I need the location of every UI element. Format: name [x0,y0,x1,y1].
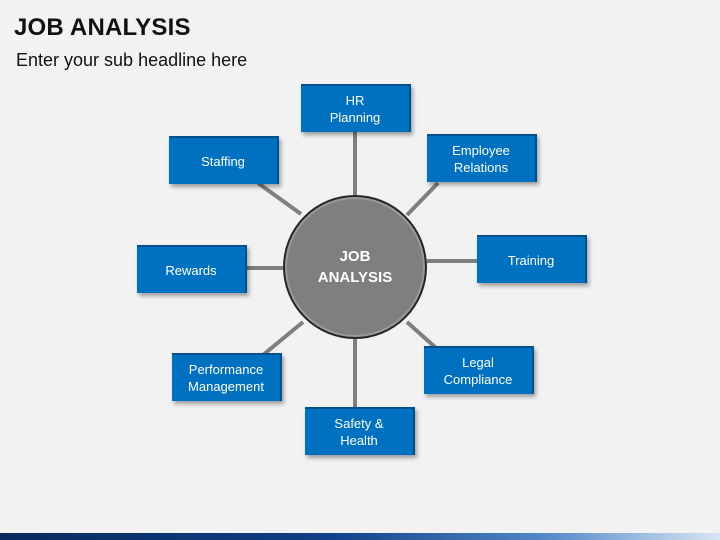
node-legal-compliance: Legal Compliance [424,346,534,394]
node-label: Legal Compliance [443,355,513,387]
hub-label: JOB ANALYSIS [317,248,393,286]
node-label: Performance Management [188,362,264,394]
node-rewards: Rewards [137,245,247,293]
connector-employee-relations [405,181,440,217]
node-label: Employee Relations [452,143,510,175]
node-safety-health: Safety & Health [305,407,415,455]
node-staffing: Staffing [169,136,279,184]
node-label: Safety & Health [334,416,384,448]
node-hr-planning: HR Planning [301,84,411,132]
footer-gradient-bar [0,533,720,540]
node-performance-management: Performance Management [172,353,282,401]
job-analysis-hub: JOB ANALYSIS [283,195,427,339]
node-employee-relations: Employee Relations [427,134,537,182]
connector-legal-compliance [405,320,438,350]
node-label: Staffing [201,153,245,169]
node-label: Rewards [165,262,217,278]
page-subtitle: Enter your sub headline here [16,50,248,70]
connector-staffing [256,181,303,216]
node-label: HR Planning [329,93,381,125]
node-label: Training [507,252,555,268]
connector-performance-management [261,320,305,357]
page-title: JOB ANALYSIS [14,14,191,41]
node-training: Training [477,235,587,283]
